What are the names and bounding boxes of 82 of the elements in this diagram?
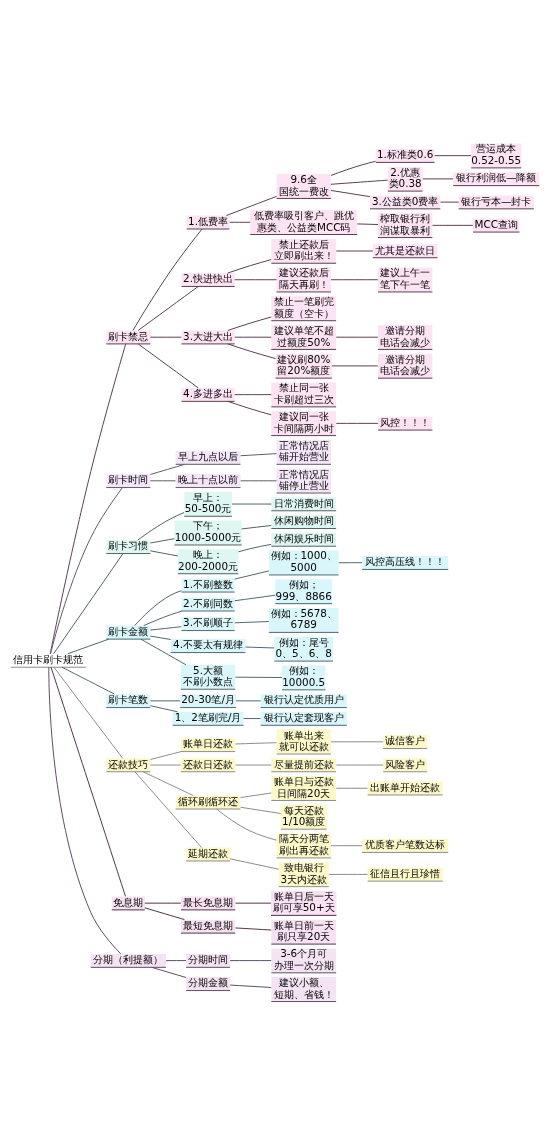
connector [149, 751, 182, 760]
connector [227, 400, 272, 416]
connector [149, 764, 182, 766]
connector [240, 792, 272, 799]
connector [356, 223, 379, 225]
connector [229, 221, 251, 223]
connector [140, 638, 187, 666]
connector [235, 927, 272, 931]
connector [234, 336, 272, 338]
connector [240, 480, 277, 482]
connector [235, 902, 272, 904]
connector [335, 422, 379, 424]
connector [67, 638, 110, 655]
connector [229, 960, 272, 962]
connector [330, 845, 363, 847]
connector [328, 873, 368, 875]
connector [338, 562, 363, 564]
connector [440, 201, 460, 203]
connector [49, 343, 127, 655]
connector [227, 343, 277, 360]
connector [144, 907, 185, 921]
connector [235, 764, 272, 766]
connector [137, 343, 199, 389]
connector [225, 195, 277, 216]
connector [165, 960, 187, 962]
connector [335, 787, 368, 789]
connector [432, 224, 474, 226]
connector [241, 525, 272, 530]
connector [235, 676, 283, 678]
connector [144, 902, 182, 904]
connector [134, 590, 182, 627]
connector [330, 279, 379, 281]
connector [330, 160, 377, 176]
connector [149, 480, 176, 482]
connector [134, 771, 203, 849]
connector [151, 966, 187, 978]
connector [330, 741, 384, 743]
connector [48, 666, 122, 955]
connector [137, 512, 185, 541]
connector [234, 394, 272, 396]
connector [331, 365, 379, 367]
connector [149, 463, 186, 475]
connector [137, 286, 199, 331]
connector [229, 858, 280, 870]
connector [132, 228, 203, 331]
connector [330, 179, 389, 185]
connector [50, 666, 126, 897]
connector [234, 570, 270, 580]
connector [149, 700, 181, 702]
connector [229, 984, 272, 988]
connector [149, 550, 179, 557]
connector [227, 316, 272, 331]
connector [238, 543, 272, 553]
connector [234, 279, 277, 281]
connector [227, 259, 272, 274]
connector [50, 487, 123, 655]
connector [231, 503, 272, 505]
connector [243, 718, 261, 720]
connector [240, 806, 282, 814]
connector [149, 635, 172, 641]
connector [245, 646, 275, 649]
connector [335, 336, 379, 338]
connector [149, 336, 182, 338]
connector [235, 742, 277, 745]
connector [335, 764, 384, 766]
connector [53, 553, 124, 655]
connector [234, 621, 270, 624]
connector [216, 808, 277, 841]
connector [53, 666, 124, 759]
node-text: 信用卡刷卡规范 [13, 653, 84, 666]
connector [422, 178, 454, 180]
connector [240, 453, 277, 457]
connector [234, 594, 276, 602]
connector [235, 700, 262, 702]
connector [143, 610, 183, 627]
connector [61, 666, 115, 695]
connector [434, 155, 472, 157]
connector [330, 189, 371, 198]
connector [149, 538, 175, 544]
connector [149, 705, 178, 713]
connector [149, 626, 182, 631]
connector [142, 771, 194, 796]
